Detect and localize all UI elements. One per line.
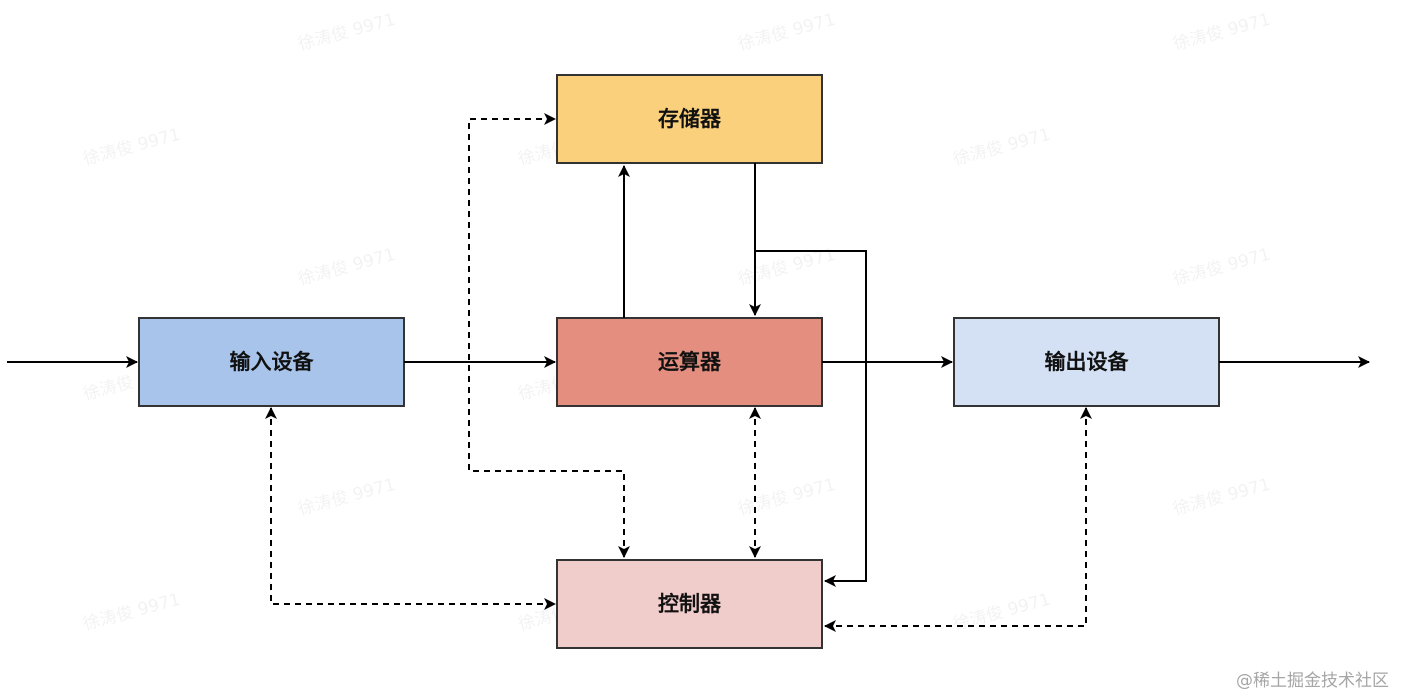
watermark: 徐涛俊 9971 xyxy=(951,125,1052,170)
node-alu-label: 运算器 xyxy=(658,350,722,374)
watermark: 徐涛俊 9971 xyxy=(1171,10,1272,55)
node-alu: 运算器 xyxy=(556,317,823,407)
source-watermark: @稀土掘金技术社区 xyxy=(1236,671,1389,691)
watermark: 徐涛俊 9971 xyxy=(296,475,397,520)
edge-control-input xyxy=(265,407,556,610)
watermark: 徐涛俊 9971 xyxy=(81,125,182,170)
edge-control-memory xyxy=(468,113,630,558)
node-input-label: 输入设备 xyxy=(230,350,315,374)
control-flow-edges xyxy=(265,113,1092,632)
watermark: 徐涛俊 9971 xyxy=(296,245,397,290)
watermark: 徐涛俊 9971 xyxy=(951,590,1052,635)
watermark: 徐涛俊 9971 xyxy=(1171,245,1272,290)
node-output-box xyxy=(953,317,1220,407)
watermark: 徐涛俊 9971 xyxy=(296,10,397,55)
watermark: 徐涛俊 9971 xyxy=(81,590,182,635)
node-memory: 存储器 xyxy=(556,74,823,164)
node-output-label: 输出设备 xyxy=(1045,350,1130,374)
node-control: 控制器 xyxy=(556,559,823,649)
node-memory-label: 存储器 xyxy=(658,107,722,131)
node-output: 输出设备 xyxy=(953,317,1220,407)
watermark: 徐涛俊 9971 xyxy=(736,10,837,55)
node-input: 输入设备 xyxy=(138,317,405,407)
node-input-box xyxy=(138,317,405,407)
watermark: 徐涛俊 9971 xyxy=(1171,475,1272,520)
edge-memory-to-control xyxy=(755,250,867,587)
node-control-label: 控制器 xyxy=(658,592,722,616)
watermark: 徐涛俊 9971 xyxy=(736,475,837,520)
node-control-box xyxy=(556,559,823,649)
